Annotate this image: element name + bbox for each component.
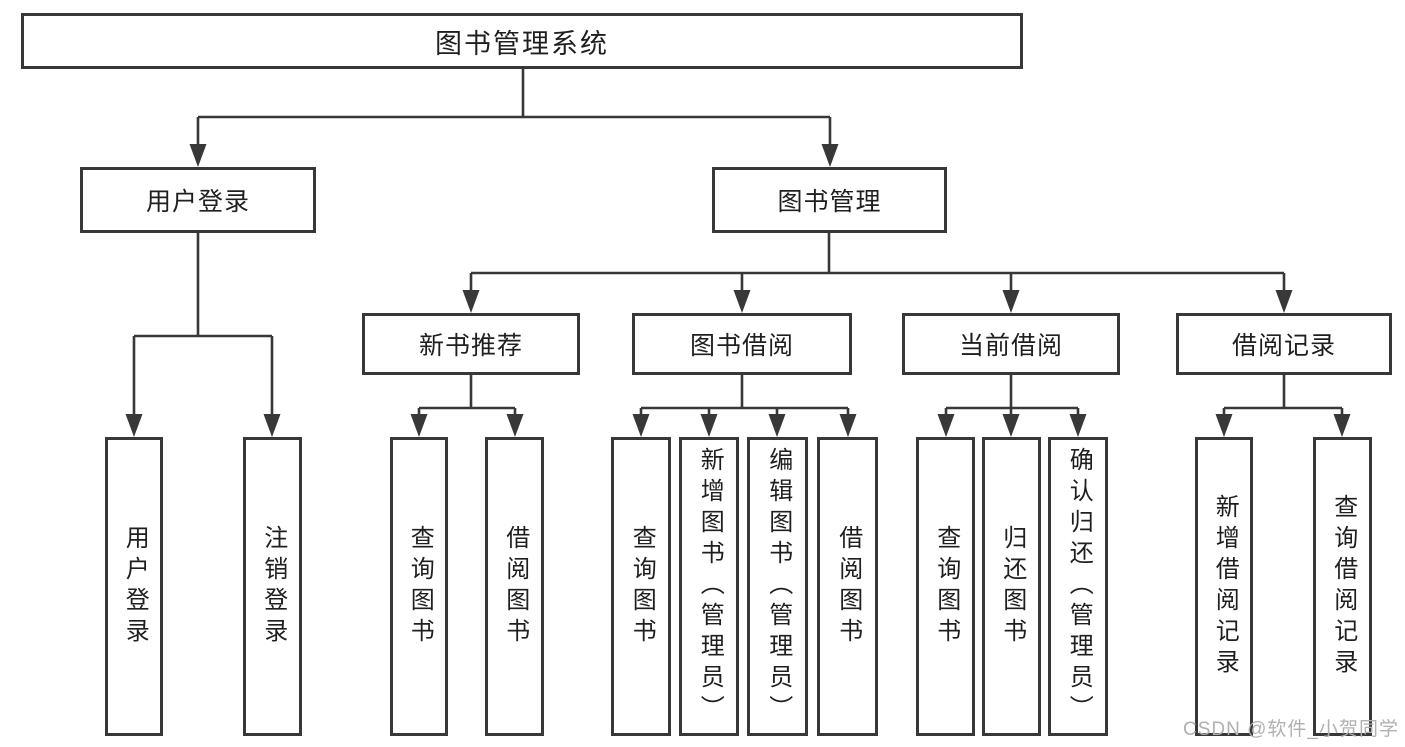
arrowhead: [733, 290, 751, 313]
node-current-borrowing: 当前借阅: [902, 313, 1120, 375]
leaf-label: 查询借阅记录: [1329, 493, 1357, 680]
leaf-user-login: 用户登录: [105, 437, 163, 736]
leaf-label: 编辑图书（管理员）: [764, 447, 792, 726]
arrowheads: [125, 144, 1351, 437]
arrowhead: [821, 144, 839, 167]
connector-user-login-branch: [134, 233, 272, 338]
leaf-label: 借阅图书: [501, 524, 529, 649]
leaf-query-books-recommend: 查询图书: [390, 437, 448, 736]
leaf-query-books-current: 查询图书: [916, 437, 975, 736]
connector-current-borrowing-branch: [946, 375, 1078, 410]
node-user-login: 用户登录: [80, 167, 316, 233]
leaf-label: 确认归还（管理员）: [1065, 447, 1093, 726]
leaf-label: 新增图书（管理员）: [696, 447, 724, 726]
connector-book-management-branch: [471, 233, 1284, 275]
arrowhead: [1002, 290, 1020, 313]
leaf-label: 查询图书: [406, 524, 434, 649]
leaf-query-borrow-record: 查询借阅记录: [1313, 437, 1372, 736]
arrowhead: [125, 414, 143, 437]
leaf-return-books: 归还图书: [982, 437, 1041, 736]
csdn-watermark: CSDN @软件_小贺同学: [1183, 719, 1399, 740]
node-book-management: 图书管理: [712, 167, 947, 233]
arrowhead: [462, 290, 480, 313]
leaf-logout-login: 注销登录: [243, 437, 302, 736]
connector-borrowing-records-branch: [1224, 375, 1342, 410]
leaf-label: 归还图书: [998, 524, 1026, 649]
connector-book-borrowing-branch: [641, 375, 848, 410]
leaf-add-borrow-record: 新增借阅记录: [1195, 437, 1253, 736]
arrowhead: [506, 414, 524, 437]
arrowhead: [839, 414, 857, 437]
leaf-label: 注销登录: [259, 524, 287, 649]
leaf-add-books-admin: 新增图书（管理员）: [679, 437, 739, 736]
node-root: 图书管理系统: [21, 13, 1023, 69]
leaf-label: 查询图书: [628, 524, 656, 649]
arrowhead: [189, 144, 207, 167]
arrowhead: [700, 414, 718, 437]
leaf-label: 新增借阅记录: [1211, 493, 1239, 680]
leaf-label: 查询图书: [932, 524, 960, 649]
arrowhead: [1002, 414, 1020, 437]
leaf-label: 用户登录: [121, 524, 149, 649]
arrowhead: [768, 414, 786, 437]
leaf-query-books-borrowing: 查询图书: [611, 437, 671, 736]
node-book-borrowing: 图书借阅: [632, 313, 852, 375]
arrowhead: [1069, 414, 1087, 437]
leaf-borrow-books-recommend: 借阅图书: [485, 437, 544, 736]
arrowhead: [1215, 414, 1233, 437]
connector-root-to-level2: [198, 68, 830, 119]
connector-new-book-recommend-branch: [419, 375, 515, 410]
node-borrowing-records: 借阅记录: [1176, 313, 1392, 375]
arrowhead: [632, 414, 650, 437]
arrowhead: [263, 414, 281, 437]
arrowhead: [1333, 414, 1351, 437]
arrowhead: [1275, 290, 1293, 313]
arrowhead: [937, 414, 955, 437]
arrowhead: [410, 414, 428, 437]
node-new-book-recommend: 新书推荐: [362, 313, 580, 375]
leaf-edit-books-admin: 编辑图书（管理员）: [747, 437, 808, 736]
leaf-confirm-return-admin: 确认归还（管理员）: [1048, 437, 1108, 736]
leaf-borrow-books-borrowing: 借阅图书: [817, 437, 878, 736]
leaf-label: 借阅图书: [834, 524, 862, 649]
